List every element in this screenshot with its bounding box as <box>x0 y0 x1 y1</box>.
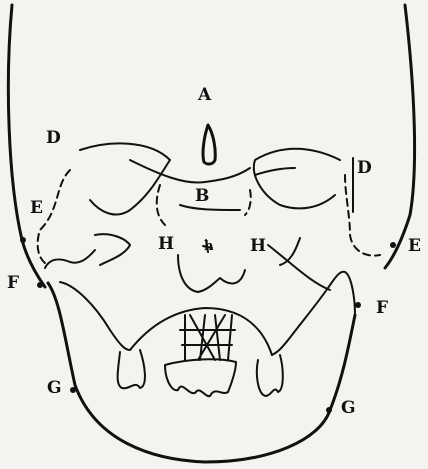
label-f-right: F <box>376 300 388 317</box>
label-b: B <box>195 188 209 205</box>
maxillary-arch <box>178 255 245 292</box>
nasal-septum <box>203 125 215 164</box>
molar-left <box>118 350 145 388</box>
label-g-right: G <box>341 400 356 417</box>
point-e-right <box>390 242 396 248</box>
label-d-left: D <box>46 130 61 147</box>
condyle-left <box>45 250 95 268</box>
head-outline-right <box>385 5 415 268</box>
label-f-left: F <box>7 275 19 292</box>
label-h-small: h <box>204 240 213 253</box>
incisor-roots <box>180 315 235 360</box>
infraorbit-left <box>130 160 250 183</box>
head-outline-left <box>8 5 45 287</box>
infraorbit-right <box>255 168 295 175</box>
label-h-left: H <box>158 236 174 253</box>
condyle-right <box>330 272 355 315</box>
label-d-right: D <box>357 160 372 177</box>
maxilla-right <box>280 238 300 265</box>
label-a: A <box>198 87 211 104</box>
mandible-outline <box>48 283 355 462</box>
point-g-right <box>326 407 332 413</box>
mandible-right-ramus <box>272 285 330 355</box>
label-h-right: H <box>250 238 266 255</box>
h-line-right <box>268 245 330 290</box>
point-e-left <box>20 237 26 243</box>
zygomatic-right-contour <box>345 175 380 256</box>
mandible-left-ramus <box>60 282 130 350</box>
label-g-left: G <box>47 380 62 397</box>
label-e-left: E <box>30 200 43 217</box>
molar-right <box>257 355 283 396</box>
nasal-base <box>180 205 240 210</box>
label-e-right: E <box>408 238 421 255</box>
maxilla-left <box>95 234 130 265</box>
point-f-right <box>355 302 361 308</box>
incisors <box>165 359 236 396</box>
point-g-left <box>70 387 76 393</box>
orbit-right <box>254 149 340 209</box>
point-f-left <box>37 282 43 288</box>
